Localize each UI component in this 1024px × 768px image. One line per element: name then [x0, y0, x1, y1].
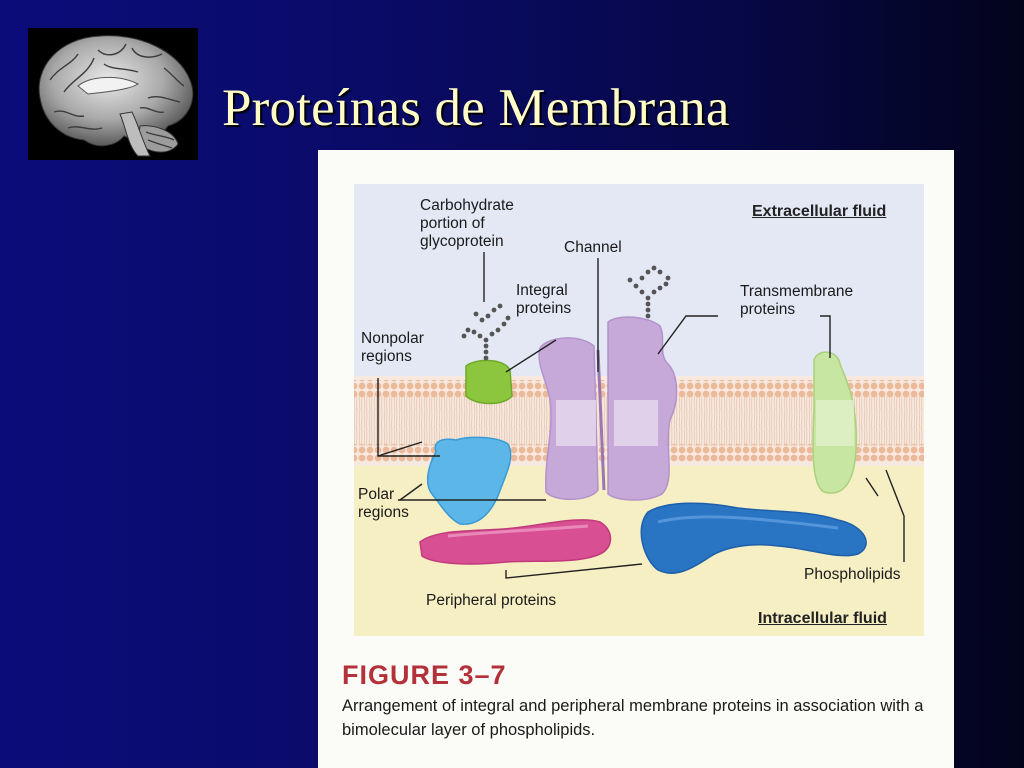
label-polar-2: regions	[358, 504, 409, 521]
brain-sagittal-icon	[38, 35, 194, 157]
label-polar-1: Polar	[358, 486, 395, 503]
carbohydrate-chain-right	[627, 265, 671, 319]
peripheral-protein-blue	[640, 502, 867, 574]
label-transmembrane-1: Transmembrane	[740, 283, 854, 300]
label-channel: Channel	[564, 239, 622, 256]
leader-lines	[377, 252, 905, 579]
peripheral-protein-pink	[419, 519, 612, 565]
label-transmembrane-2: proteins	[740, 301, 796, 318]
label-nonpolar-2: regions	[361, 348, 412, 365]
label-peripheral: Peripheral proteins	[426, 592, 557, 609]
carbohydrate-chain-left	[461, 303, 511, 361]
polar-protein	[426, 436, 512, 525]
label-carbohydrate-2: portion of	[420, 215, 485, 232]
label-intracellular-fluid: Intracellular fluid	[758, 610, 887, 627]
channel-protein	[538, 316, 678, 501]
label-phospholipids: Phospholipids	[804, 566, 901, 583]
label-carbohydrate-1: Carbohydrate	[420, 197, 514, 214]
slide-title: Proteínas de Membrana	[222, 79, 730, 137]
brain-image	[28, 28, 198, 160]
membrane-diagram	[354, 184, 924, 636]
figure-caption-title: FIGURE 3–7	[342, 660, 507, 690]
label-carbohydrate-3: glycoprotein	[420, 233, 504, 250]
label-integral-1: Integral	[516, 282, 568, 299]
label-integral-2: proteins	[516, 300, 572, 317]
figure-panel: Carbohydrate portion of glycoprotein Cha…	[318, 150, 954, 768]
label-extracellular-fluid: Extracellular fluid	[752, 203, 887, 220]
figure-caption-text: Arrangement of integral and peripheral m…	[342, 697, 924, 739]
glycoprotein	[465, 359, 513, 405]
label-nonpolar-1: Nonpolar	[361, 330, 424, 347]
